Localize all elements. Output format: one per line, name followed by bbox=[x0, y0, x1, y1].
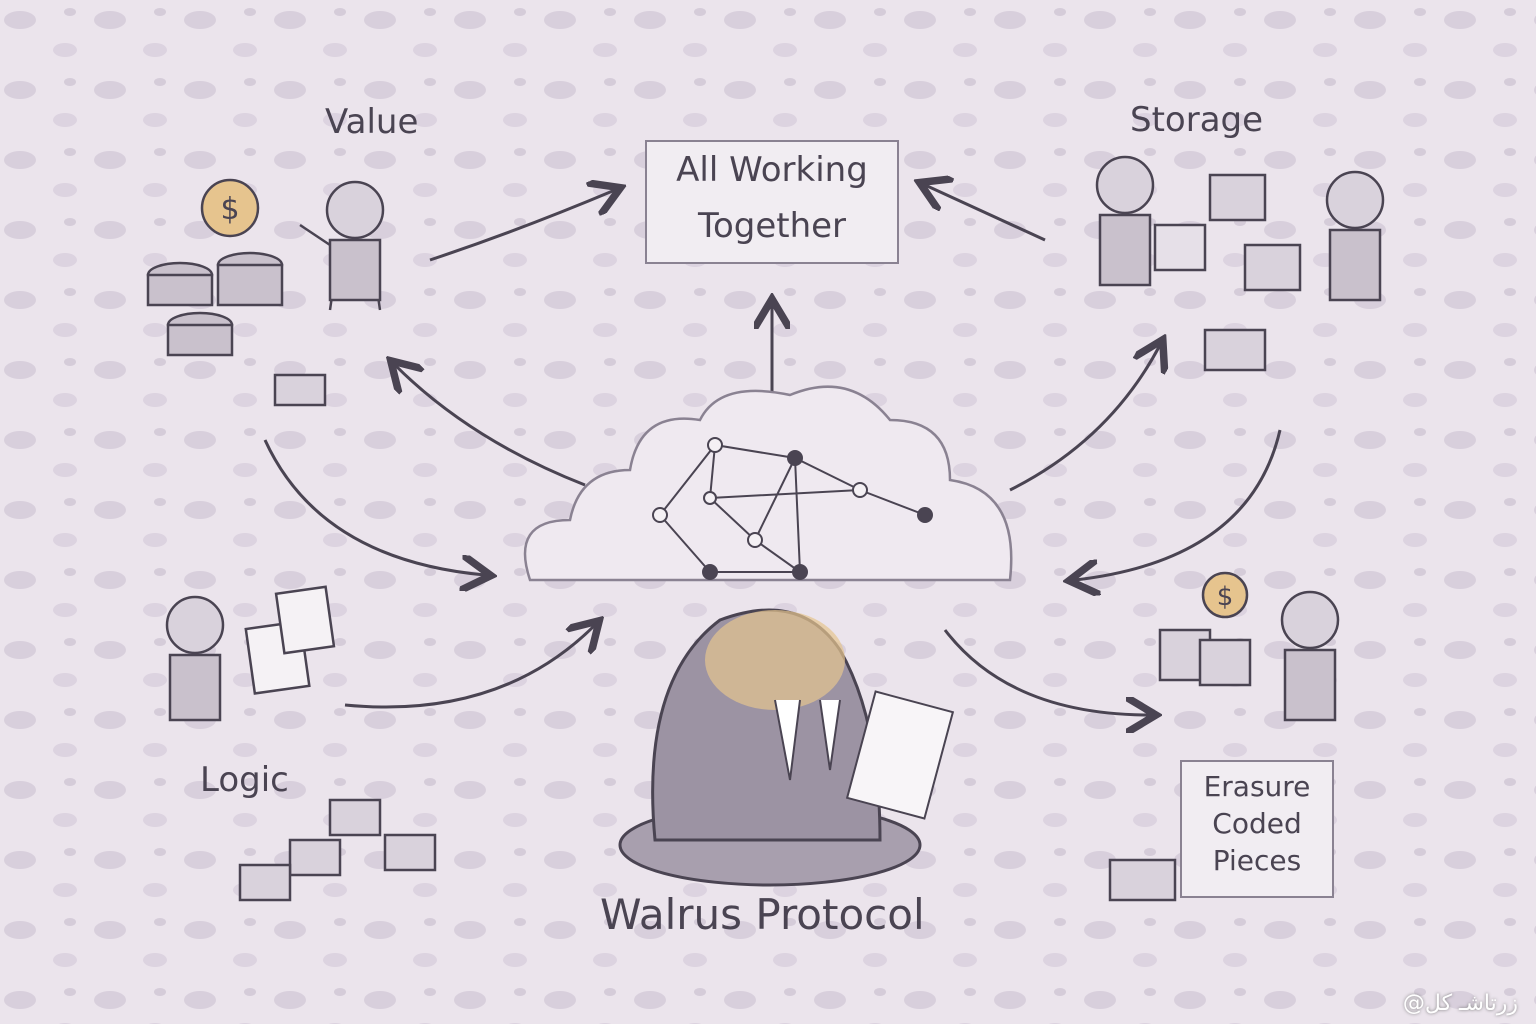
coin-symbol: $ bbox=[220, 192, 239, 227]
value-scene bbox=[146, 178, 385, 407]
storage-scene bbox=[1095, 155, 1385, 372]
coin-symbol-2: $ bbox=[1217, 582, 1234, 612]
title: Walrus Protocol bbox=[600, 890, 925, 939]
logic-scene bbox=[165, 585, 437, 902]
walrus bbox=[618, 608, 955, 887]
arrow-logic-to-cloud bbox=[344, 625, 595, 709]
center-box-line1: All Working bbox=[676, 150, 868, 190]
arrow-cloud-to-value bbox=[395, 365, 586, 487]
label-value: Value bbox=[325, 102, 419, 142]
erasure-line3: Pieces bbox=[1212, 844, 1302, 877]
arrow-storage-to-cloud bbox=[1075, 429, 1282, 580]
label-storage: Storage bbox=[1130, 100, 1264, 140]
arrow-walrus-to-pieces bbox=[943, 629, 1150, 715]
center-box: All Working Together bbox=[645, 140, 899, 264]
network-graph bbox=[652, 437, 933, 580]
cloud bbox=[523, 385, 1013, 582]
arrow-storage-to-together bbox=[925, 185, 1046, 242]
erasure-line1: Erasure bbox=[1203, 770, 1311, 803]
label-logic: Logic bbox=[200, 760, 289, 800]
arrow-cloud-to-storage bbox=[1009, 345, 1160, 492]
arrow-value-to-cloud bbox=[263, 439, 485, 575]
watermark: @زرتاشـ کل bbox=[1402, 991, 1518, 1016]
erasure-box: Erasure Coded Pieces bbox=[1180, 760, 1334, 898]
arrow-value-to-together bbox=[429, 190, 615, 262]
pieces-scene bbox=[1108, 571, 1340, 902]
center-box-line2: Together bbox=[697, 206, 847, 246]
erasure-line2: Coded bbox=[1212, 807, 1302, 840]
